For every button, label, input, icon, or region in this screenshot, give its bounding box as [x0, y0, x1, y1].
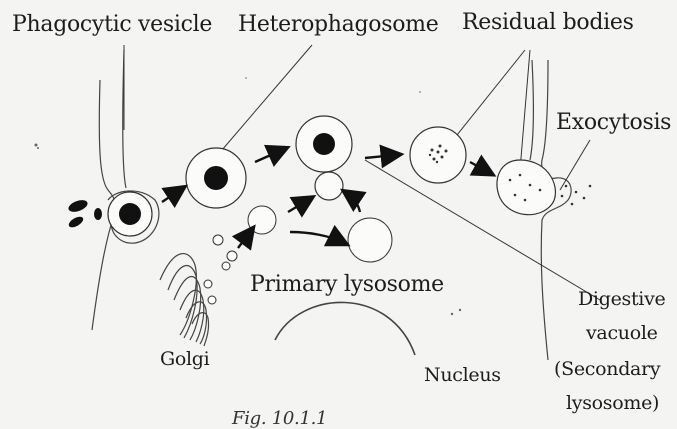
leader-exocytosis [560, 140, 590, 190]
arrow-golgi-to-lysosome [238, 232, 250, 248]
arrow-up-to-fusion [348, 194, 360, 212]
residual-body [410, 127, 466, 183]
heterophagosome-fusing [296, 116, 352, 200]
particles [67, 198, 102, 230]
figure-caption: Fig. 10.1.1 [232, 410, 327, 428]
golgi-stack [160, 254, 209, 346]
membrane-right-inner [530, 60, 533, 160]
label-exocytosis: Exocytosis [556, 112, 671, 134]
label-secondary-lysosome-2: lysosome) [566, 394, 659, 413]
label-nucleus: Nucleus [424, 366, 501, 385]
label-residual-bodies: Residual bodies [462, 12, 634, 34]
arrow-to-exocytosis [470, 162, 488, 172]
arrow-to-fusion [255, 150, 282, 162]
label-golgi: Golgi [160, 350, 209, 369]
heterophagosome [186, 148, 246, 208]
arrow-to-heterophagosome [162, 190, 180, 202]
label-phagocytic-vesicle: Phagocytic vesicle [12, 14, 212, 36]
exocytosis-vesicle [497, 160, 591, 215]
arrow-lysosome-up [288, 200, 308, 212]
arrow-to-lysosome-right [290, 232, 342, 242]
label-heterophagosome: Heterophagosome [238, 14, 438, 36]
arrow-to-residual [365, 155, 395, 158]
label-secondary-lysosome-1: (Secondary [554, 360, 660, 379]
phagocytic-vesicle [108, 192, 152, 236]
label-digestive: Digestive [578, 290, 665, 309]
nucleus-outline [275, 302, 415, 355]
leader-residual-2 [520, 50, 530, 170]
label-primary-lysosome: Primary lysosome [250, 274, 444, 296]
label-vacuole: vacuole [586, 324, 658, 343]
